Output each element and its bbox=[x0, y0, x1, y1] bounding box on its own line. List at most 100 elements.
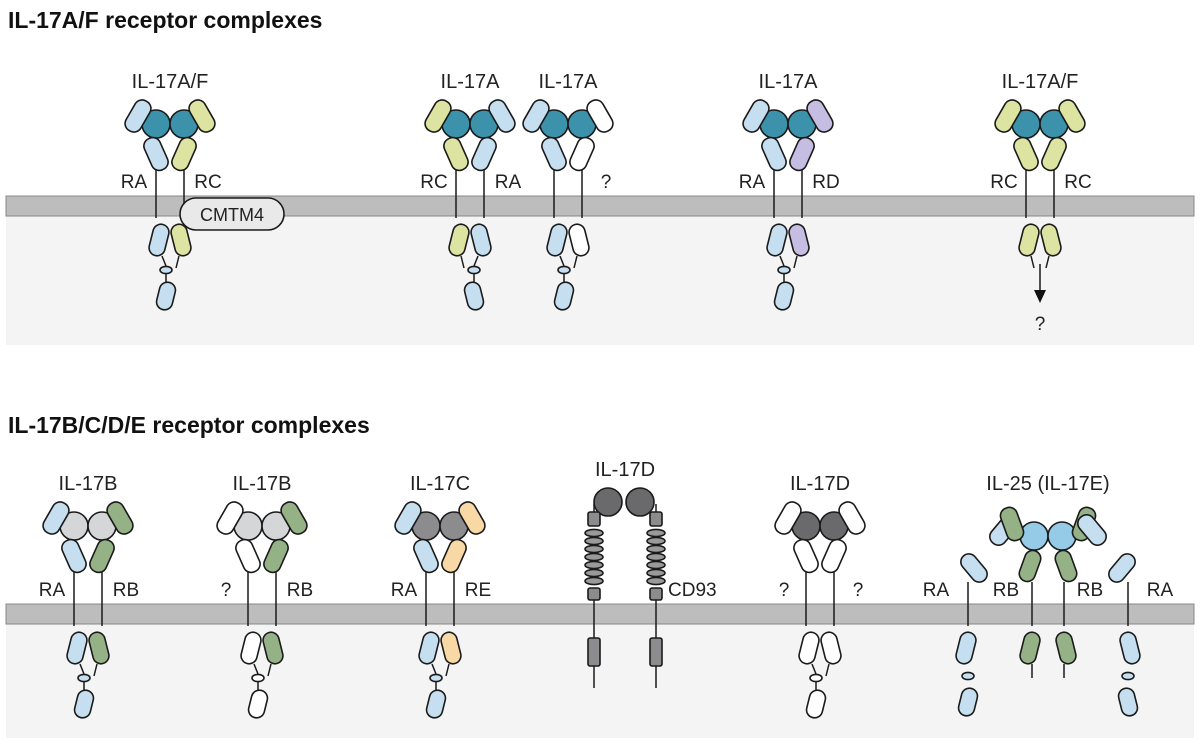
sefir-link-left bbox=[251, 673, 265, 683]
il25-intracellular-1 bbox=[1019, 631, 1041, 665]
chain-label-right: RB bbox=[113, 580, 139, 601]
chain-label-right: ? bbox=[601, 172, 612, 193]
intracellular-domain-left bbox=[66, 631, 88, 665]
cd93-egf-repeat-right bbox=[646, 568, 666, 578]
receptor-upper-domain-right bbox=[488, 99, 516, 133]
tail-right bbox=[1045, 255, 1050, 269]
il25-link-3 bbox=[1121, 671, 1135, 681]
chain-label-left: RA bbox=[739, 172, 766, 193]
tail-left bbox=[460, 255, 465, 269]
cd93-domain-left bbox=[587, 511, 601, 527]
intracellular-domain-left bbox=[766, 223, 788, 257]
chain-label-right: RC bbox=[1064, 172, 1091, 193]
intracellular-domain-left bbox=[418, 631, 440, 665]
ligand-subunit-right bbox=[625, 487, 655, 517]
receptor-upper-domain-left bbox=[774, 501, 802, 535]
chain-label-right: RC bbox=[194, 172, 221, 193]
il25-label-rb-left: RB bbox=[993, 580, 1019, 601]
distal-domain-left bbox=[73, 689, 95, 719]
receptor-upper-domain-right bbox=[586, 99, 614, 133]
receptor-upper-domain-left bbox=[124, 99, 152, 133]
sefir-link-left bbox=[809, 673, 823, 683]
distal-domain-left bbox=[805, 689, 827, 719]
chain-label-right: RD bbox=[812, 172, 839, 193]
sefir-link-left bbox=[557, 265, 571, 275]
receptor-upper-domain-right bbox=[838, 501, 866, 535]
cd93-egf-repeat-right bbox=[646, 576, 666, 586]
ligand-label: IL-17A bbox=[759, 71, 819, 93]
intracellular-domain-right bbox=[568, 223, 590, 257]
ligand-label: IL-17A/F bbox=[1002, 71, 1079, 93]
il25-rb-mid-left bbox=[1018, 549, 1042, 583]
receptor-lower-domain-left bbox=[61, 538, 87, 574]
intracellular-domain-left bbox=[240, 631, 262, 665]
il25-label-ra-left: RA bbox=[923, 580, 950, 601]
receptor-lower-domain-right bbox=[441, 538, 467, 574]
sefir-linker-left bbox=[79, 663, 85, 675]
il25-link-0 bbox=[961, 671, 975, 681]
cd93-egf-repeat-right bbox=[646, 552, 666, 562]
cd93-intracellular-left bbox=[587, 637, 601, 667]
receptor-lower-domain-right bbox=[263, 538, 289, 574]
receptor-upper-domain-left bbox=[394, 501, 422, 535]
distal-domain-left bbox=[553, 281, 575, 311]
il25-intracellular-3 bbox=[1119, 631, 1141, 665]
ligand-label: IL-17D bbox=[790, 473, 850, 495]
sefir-linker-left bbox=[811, 663, 817, 675]
tail-right bbox=[445, 663, 450, 677]
receptor-upper-domain-right bbox=[806, 99, 834, 133]
tail-right bbox=[267, 663, 272, 677]
sefir-link-left bbox=[77, 673, 91, 683]
chain-label-left: ? bbox=[221, 580, 232, 601]
receptor-upper-domain-right bbox=[188, 99, 216, 133]
cd93-label: CD93 bbox=[668, 580, 717, 601]
cd93-egf-repeat-left bbox=[584, 536, 604, 546]
receptor-lower-domain-left bbox=[413, 538, 439, 574]
receptor-lower-domain-right bbox=[789, 136, 815, 172]
receptor-upper-domain-right bbox=[458, 501, 486, 535]
ligand-subunit-left bbox=[593, 487, 623, 517]
receptor-lower-domain-left bbox=[1013, 136, 1039, 172]
il25-intracellular-0 bbox=[955, 631, 977, 665]
sefir-linker-left bbox=[559, 255, 565, 267]
ligand-label: IL-17C bbox=[410, 473, 470, 495]
receptor-lower-domain-left bbox=[143, 136, 169, 172]
tail-right bbox=[93, 663, 98, 677]
cd93-egf-repeat-right bbox=[646, 528, 666, 538]
cd93-egf-repeat-right bbox=[646, 560, 666, 570]
cd93-egf-repeat-left bbox=[584, 576, 604, 586]
tail-left bbox=[1030, 255, 1035, 269]
sefir-link-left bbox=[159, 265, 173, 275]
receptor-upper-domain-right bbox=[1058, 99, 1086, 133]
receptor-upper-domain-right bbox=[280, 501, 308, 535]
il25-label-ra-right: RA bbox=[1147, 580, 1174, 601]
tail-right bbox=[175, 255, 180, 269]
membrane-af bbox=[5, 195, 1195, 217]
chain-label-left: ? bbox=[779, 580, 790, 601]
receptor-upper-domain-left bbox=[522, 99, 550, 133]
il25-distal-0 bbox=[957, 687, 979, 717]
ligand-label: IL-17A bbox=[539, 71, 599, 93]
ligand-label: IL-25 (IL-17E) bbox=[986, 473, 1109, 495]
cd93-domain-right bbox=[649, 511, 663, 527]
sefir-linker-left bbox=[161, 255, 167, 267]
receptor-lower-domain-right bbox=[89, 538, 115, 574]
cd93-egf-repeat-left bbox=[584, 528, 604, 538]
receptor-lower-domain-right bbox=[821, 538, 847, 574]
ligand-subunit-right bbox=[1047, 521, 1077, 551]
cd93-egf-repeat-left bbox=[584, 560, 604, 570]
ligand-label: IL-17D bbox=[595, 459, 655, 481]
distal-domain-left bbox=[425, 689, 447, 719]
receptor-lower-domain-right bbox=[171, 136, 197, 172]
il25-ra-mid-right bbox=[1108, 553, 1136, 583]
ligand-label: IL-17B bbox=[59, 473, 118, 495]
tail-right bbox=[573, 255, 578, 269]
cd93-egf-repeat-right bbox=[646, 544, 666, 554]
receptor-lower-domain-left bbox=[793, 538, 819, 574]
receptor-upper-domain-left bbox=[424, 99, 452, 133]
distal-domain-right bbox=[463, 281, 485, 311]
cd93-egf-repeat-right bbox=[646, 536, 666, 546]
distal-domain-left bbox=[773, 281, 795, 311]
sefir-link-left bbox=[777, 265, 791, 275]
